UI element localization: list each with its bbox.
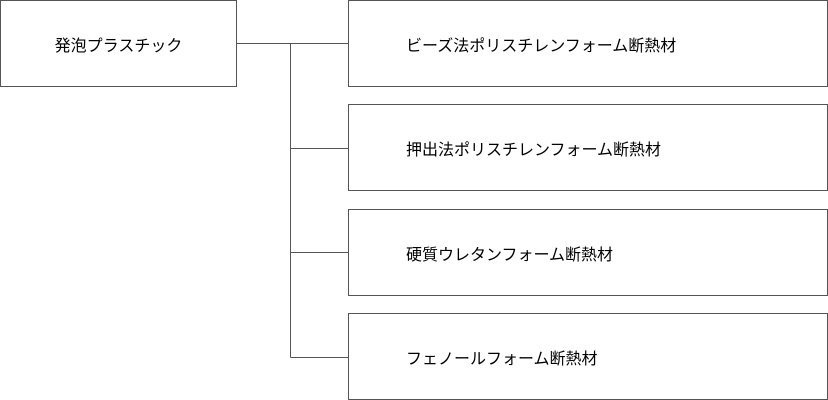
child-node: 押出法ポリスチレンフォーム断熱材 [348, 104, 828, 191]
child-node: 硬質ウレタンフォーム断熱材 [348, 209, 828, 296]
child-node: フェノールフォーム断熱材 [348, 313, 828, 400]
root-node: 発泡プラスチック [0, 0, 237, 87]
child-node: ビーズ法ポリスチレンフォーム断熱材 [348, 0, 828, 87]
child-node-label: ビーズ法ポリスチレンフォーム断熱材 [406, 35, 677, 55]
child-node-label: 押出法ポリスチレンフォーム断熱材 [406, 139, 662, 159]
child-node-label: フェノールフォーム断熱材 [406, 348, 598, 368]
root-node-label: 発泡プラスチック [54, 35, 183, 55]
child-node-label: 硬質ウレタンフォーム断熱材 [406, 244, 614, 264]
